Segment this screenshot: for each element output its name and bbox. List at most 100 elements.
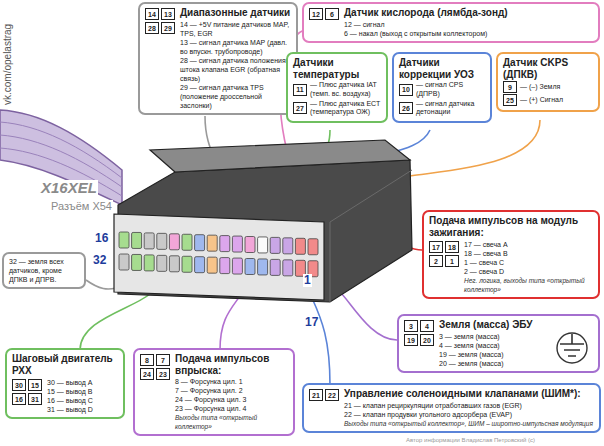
pin-socket xyxy=(258,259,268,275)
pin-number: 26 xyxy=(399,102,413,114)
pinout-box: 2122Управление соленоидными клапанами (Ш… xyxy=(302,383,601,433)
pin-description: 15 — вывод B xyxy=(47,387,118,396)
pin-index: 1 xyxy=(303,274,312,287)
pin-socket xyxy=(195,235,205,251)
pin-number: 4 xyxy=(420,320,434,332)
pin-description: 6 — накал (выход с открытым коллектором) xyxy=(344,29,593,38)
watermark: vk.com/opelastrag xyxy=(2,23,13,106)
pin-description: 21 — клапан рециркуляции отработавших га… xyxy=(344,401,594,410)
pin-number: 18 xyxy=(445,241,459,253)
pin-number: 17 xyxy=(429,241,443,253)
box-heading: Подача импульсов на модуль зажигания: xyxy=(429,215,593,238)
pin-description: 12 — сигнал xyxy=(344,20,593,29)
pin-index: 32 xyxy=(92,254,107,267)
pin-description: — (–) Земля xyxy=(520,83,593,92)
pin-socket xyxy=(270,237,280,253)
pin-description: 17 — свеча A xyxy=(464,240,593,249)
pin-index: 17 xyxy=(304,316,319,329)
pin-description: 8 — Форсунка цил. 1 xyxy=(175,377,288,386)
pin-description: 4 — земля (масса) xyxy=(439,341,593,350)
pin-description: 7 — Форсунка цил. 2 xyxy=(175,386,288,395)
pin-socket xyxy=(283,260,293,276)
pinout-box: Шаговый двигатель РХХ3015163130 — вывод … xyxy=(5,348,125,419)
pin-number: 25 xyxy=(503,94,517,106)
pinout-box: 14132829Диапазонные датчики14 — +5V пита… xyxy=(138,2,298,115)
pin-description: 29 — сигнал датчика TPS (положение дросс… xyxy=(180,83,291,110)
pin-index: 16 xyxy=(94,232,109,245)
pin-socket xyxy=(295,238,305,254)
pin-number: 3 xyxy=(404,320,418,332)
note: Выходы типа «открытый коллектор» xyxy=(175,414,288,430)
pin-socket xyxy=(220,258,230,274)
pin-socket xyxy=(283,238,293,254)
pin-number: 13 xyxy=(161,8,175,20)
pin-description: — (+) Сигнал xyxy=(520,96,593,105)
pin-socket xyxy=(220,236,230,252)
pin-socket xyxy=(270,259,280,275)
box-heading: Датчик CKPS (ДПКВ) xyxy=(503,57,593,80)
pin-description: — Плюс датчика IAT (темп. вс. воздуха) xyxy=(310,81,381,99)
pin-description: 16 — вывод C xyxy=(47,396,118,405)
pin-number: 16 xyxy=(12,393,26,405)
pin-number: 28 xyxy=(145,22,159,34)
pin-socket xyxy=(232,258,242,274)
connector-pins xyxy=(119,232,318,277)
pinout-box: Датчик CKPS (ДПКВ)9— (–) Земля25— (+) Си… xyxy=(496,52,600,112)
wire-harness xyxy=(0,110,122,205)
pin-description: 14 — +5V питание датчиков MAP, TPS, EGR xyxy=(180,20,291,38)
pin-description: 31 — вывод D xyxy=(47,405,118,414)
pin-number: 11 xyxy=(293,84,307,96)
pin-socket xyxy=(182,256,192,272)
pin-socket xyxy=(207,257,217,273)
pin-socket xyxy=(157,255,167,271)
pin-description: 20 — земля (масса) xyxy=(439,359,593,368)
note: Выходы типа «открытый коллектор», ШИМ – … xyxy=(344,420,594,428)
pin-description: 18 — свеча B xyxy=(464,249,593,258)
pin-socket xyxy=(245,237,255,253)
pin-socket xyxy=(195,257,205,273)
pin-description: 2 — свеча D xyxy=(464,267,593,276)
pin-socket xyxy=(169,256,179,272)
pin-number: 9 xyxy=(503,81,517,93)
pin-number: 22 xyxy=(325,389,339,401)
pin-description: — сигнал датчика детонации xyxy=(416,100,485,118)
pin-number: 20 xyxy=(420,334,434,346)
pin-socket xyxy=(207,235,217,251)
pin-socket xyxy=(132,254,142,270)
pin-socket xyxy=(132,232,142,248)
pin-socket xyxy=(258,237,268,253)
pin-socket xyxy=(232,236,242,252)
pin-socket xyxy=(119,232,129,248)
pin-number: 30 xyxy=(12,379,26,391)
box-heading: Диапазонные датчики xyxy=(180,7,291,19)
box-heading: Датчики температуры xyxy=(293,57,381,80)
pin-socket xyxy=(245,259,255,275)
pinout-box: 341920Земля (масса) ЭБУ3 — земля (масса)… xyxy=(397,314,600,373)
pin-number: 8 xyxy=(140,354,154,366)
pin-description: 24 — Форсунка цил. 3 xyxy=(175,395,288,404)
pinout-box: Датчики температуры 11— Плюс датчика IAT … xyxy=(286,52,388,123)
watermark: Автор информации Владислав Петровский (с… xyxy=(405,437,536,444)
box-heading: Шаговый двигатель РХХ xyxy=(12,353,118,376)
pin-number: 23 xyxy=(156,368,170,380)
pin-number: 10 xyxy=(399,84,413,96)
pin-number: 2 xyxy=(429,255,443,267)
pinout-box: Подача импульсов на модуль зажигания:171… xyxy=(422,210,600,299)
pin-description: 23 — Форсунка цил. 4 xyxy=(175,404,288,413)
pin-description: 28 — сигнал датчика положения штока клап… xyxy=(180,56,291,83)
pin-description: 13 — сигнал датчика MAP (давл. во впускн… xyxy=(180,38,291,56)
pinout-box: 872423Подача импульсов впрыска:8 — Форсу… xyxy=(133,348,295,436)
pin-number: 27 xyxy=(293,102,307,114)
box-heading: Управление соленоидными клапанами (ШИМ*)… xyxy=(344,388,594,400)
pin-number: 15 xyxy=(28,379,42,391)
pin-description: 19 — земля (масса) xyxy=(439,350,593,359)
pin-number: 6 xyxy=(325,8,339,20)
pin-number: 29 xyxy=(161,22,175,34)
pin-socket xyxy=(182,234,192,250)
pin-number: 24 xyxy=(140,368,154,380)
pin-number: 7 xyxy=(156,354,170,366)
pin-socket xyxy=(157,233,167,249)
pin-number: 12 xyxy=(309,8,323,20)
pin-description: — Плюс датчика ECT (температура ОЖ) xyxy=(310,100,381,118)
box-heading: Земля (масса) ЭБУ xyxy=(439,319,593,331)
